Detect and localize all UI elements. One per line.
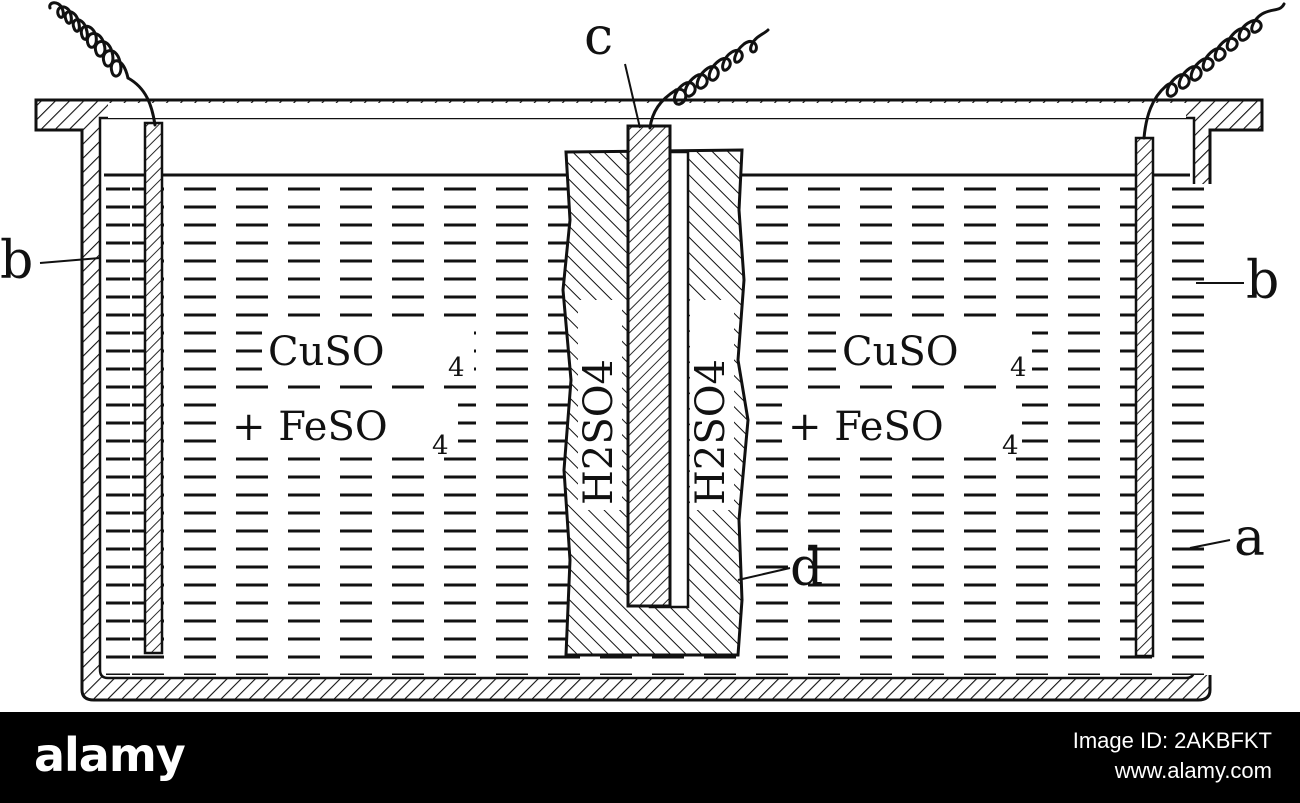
cup-acid-left: H2SO4 [576, 359, 622, 505]
solution-left-line2-sub: 4 [432, 431, 449, 461]
watermark-footer: alamy Image ID: 2AKBFKT www.alamy.com [0, 712, 1300, 803]
label-c: c [584, 7, 613, 67]
central-electrode [626, 124, 672, 608]
solution-left-line2: + FeSO [232, 404, 388, 450]
solution-left-line1: CuSO [268, 329, 385, 375]
label-a: a [1234, 508, 1265, 568]
image-id: Image ID: 2AKBFKT [1072, 728, 1272, 753]
solution-left-line1-sub: 4 [448, 353, 465, 383]
right-electrode [1134, 136, 1155, 658]
solution-right-line2-sub: 4 [1002, 431, 1019, 461]
solution-right-line1-sub: 4 [1010, 353, 1027, 383]
footer-url: www.alamy.com [1114, 758, 1272, 783]
electrolytic-cell-diagram: b b a c d CuSO 4 + FeSO 4 CuSO 4 + FeSO … [0, 1, 1286, 702]
footer-info: Image ID: 2AKBFKT www.alamy.com [1073, 726, 1272, 786]
alamy-logo: alamy [34, 728, 186, 782]
cup-acid-right: H2SO4 [688, 359, 734, 505]
label-d: d [790, 538, 823, 598]
leader-lines [39, 63, 1244, 581]
solution-right-line1: CuSO [842, 329, 959, 375]
label-b-right: b [1246, 251, 1279, 311]
wire-coils [48, 1, 1286, 140]
left-electrode [143, 121, 164, 655]
solution-right-line2: + FeSO [788, 404, 944, 450]
label-b-left: b [0, 231, 33, 291]
